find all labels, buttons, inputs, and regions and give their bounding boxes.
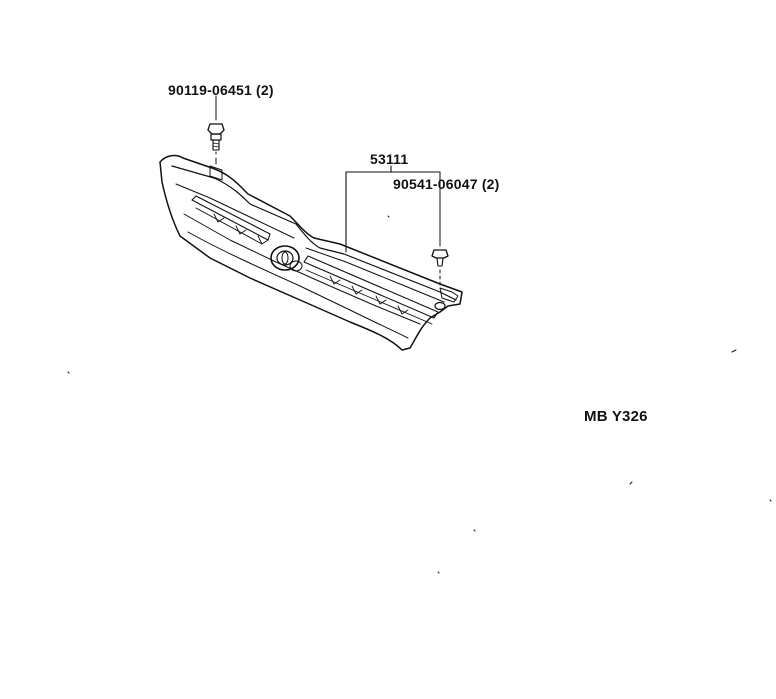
part-number-grille: 53111 <box>370 151 409 167</box>
part-number-bolt: 90119-06451 (2) <box>168 82 274 98</box>
part-leader-53111 <box>345 165 441 253</box>
part-number-clip: 90541-06047 (2) <box>393 176 500 192</box>
clip-icon <box>431 171 449 287</box>
scan-specks <box>67 215 772 574</box>
radiator-grille-shape <box>159 154 463 351</box>
bolt-icon <box>207 95 225 165</box>
illustration-code: MB Y326 <box>584 408 648 425</box>
